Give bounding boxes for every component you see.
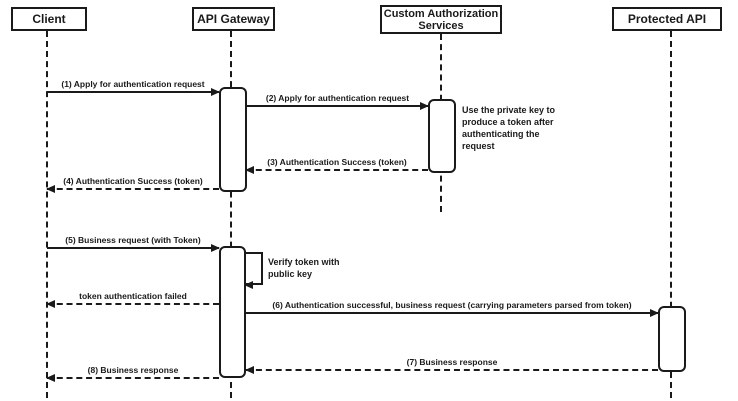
message-3-label: (3) Authentication Success (token) — [267, 157, 407, 167]
message-3-auth-success: (3) Authentication Success (token) — [245, 157, 428, 174]
arrowhead-left-icon — [244, 281, 253, 289]
participant-protected-api-label: Protected API — [627, 11, 707, 26]
message-5-label: (5) Business request (with Token) — [65, 235, 201, 245]
arrowhead-right-icon — [650, 309, 659, 317]
lifeline-client — [46, 31, 48, 398]
self-message-verify-token — [244, 252, 263, 289]
arrowhead-left-icon — [46, 300, 55, 308]
participant-client: Client — [11, 7, 87, 31]
message-6-line — [246, 309, 659, 317]
arrowhead-left-icon — [245, 166, 254, 174]
message-2-label: (2) Apply for authentication request — [265, 93, 410, 103]
message-2-line — [247, 102, 429, 110]
message-6-auth-successful-business-request: (6) Authentication successful, business … — [246, 300, 659, 317]
message-4-auth-success: (4) Authentication Success (token) — [46, 176, 219, 193]
activation-custom-authorization-services — [428, 99, 456, 173]
participant-api-gateway: API Gateway — [192, 7, 275, 31]
message-8-line — [46, 374, 219, 382]
message-8-label: (8) Business response — [87, 365, 179, 375]
activation-protected-api — [658, 306, 686, 372]
message-4-label: (4) Authentication Success (token) — [63, 176, 203, 186]
arrowhead-right-icon — [211, 88, 220, 96]
arrowhead-right-icon — [420, 102, 429, 110]
message-4-line — [46, 185, 219, 193]
participant-custom-authorization-services-label: Custom Authorization Services — [383, 7, 499, 32]
participant-api-gateway-label: API Gateway — [197, 11, 270, 26]
message-1-apply-authentication: (1) Apply for authentication request — [47, 79, 220, 96]
activation-api-gateway-auth — [219, 87, 247, 192]
participant-protected-api: Protected API — [612, 7, 722, 31]
message-token-auth-failed: token authentication failed — [46, 291, 219, 308]
self-message-verify-token-label: Verify token with public key — [268, 257, 340, 279]
lifeline-api-gateway — [230, 31, 232, 398]
message-token-auth-failed-label: token authentication failed — [79, 291, 187, 301]
participant-client-label: Client — [32, 11, 66, 26]
message-7-label: (7) Business response — [406, 357, 498, 367]
arrowhead-right-icon — [211, 244, 220, 252]
arrowhead-left-icon — [46, 374, 55, 382]
message-7-line — [245, 366, 658, 374]
message-5-business-request: (5) Business request (with Token) — [47, 235, 220, 252]
lifeline-protected-api — [670, 31, 672, 398]
message-3-line — [245, 166, 428, 174]
message-5-line — [47, 244, 220, 252]
note-private-key: Use the private key to produce a token a… — [462, 105, 556, 151]
arrowhead-left-icon — [245, 366, 254, 374]
participant-custom-authorization-services: Custom Authorization Services — [380, 5, 502, 34]
message-2-apply-authentication: (2) Apply for authentication request — [247, 93, 429, 110]
message-6-label: (6) Authentication successful, business … — [272, 300, 632, 310]
message-1-line — [47, 88, 220, 96]
message-8-business-response: (8) Business response — [46, 365, 219, 382]
message-7-business-response: (7) Business response — [245, 357, 658, 374]
arrowhead-left-icon — [46, 185, 55, 193]
activation-api-gateway-business — [219, 246, 246, 378]
message-token-auth-failed-line — [46, 300, 219, 308]
message-1-label: (1) Apply for authentication request — [61, 79, 205, 89]
